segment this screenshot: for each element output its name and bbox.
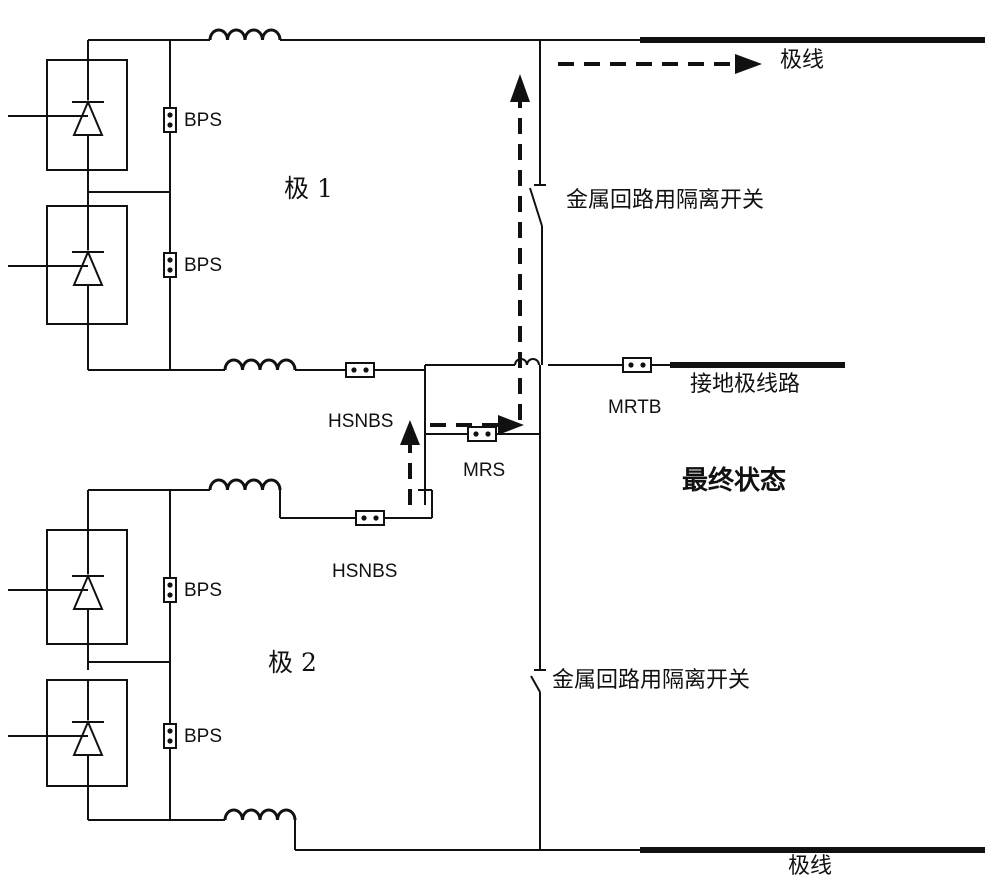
pole1-label: 极 1 — [284, 174, 333, 203]
pole2-label: 极 2 — [268, 648, 317, 677]
dashed-arrow-icon — [408, 62, 735, 505]
arrow-heads — [400, 54, 762, 445]
mrs-label: MRS — [463, 460, 506, 481]
transmission-lines — [640, 37, 985, 853]
hsnbs-label: HSNBS — [332, 561, 398, 582]
pole-line-label-top: 极线 — [780, 48, 825, 73]
thyristor-valve-icon — [72, 99, 104, 756]
isolation-switch-label-bottom: 金属回路用隔离开关 — [552, 668, 751, 693]
isolation-switch-label-top: 金属回路用隔离开关 — [566, 188, 765, 213]
hsnbs-label: HSNBS — [328, 411, 394, 432]
wiring — [8, 39, 670, 851]
bps-label: BPS — [184, 580, 223, 601]
final-state-label: 最终状态 — [682, 466, 787, 496]
bps-label: BPS — [184, 110, 223, 131]
bps-label: BPS — [184, 726, 223, 747]
ground-line-label: 接地极线路 — [690, 372, 801, 397]
mrtb-label: MRTB — [608, 397, 662, 418]
smoothing-reactor-icon — [208, 28, 297, 822]
bps-label: BPS — [184, 255, 223, 276]
pole-line-label-bottom: 极线 — [788, 854, 833, 879]
wire-crossover — [514, 358, 540, 366]
